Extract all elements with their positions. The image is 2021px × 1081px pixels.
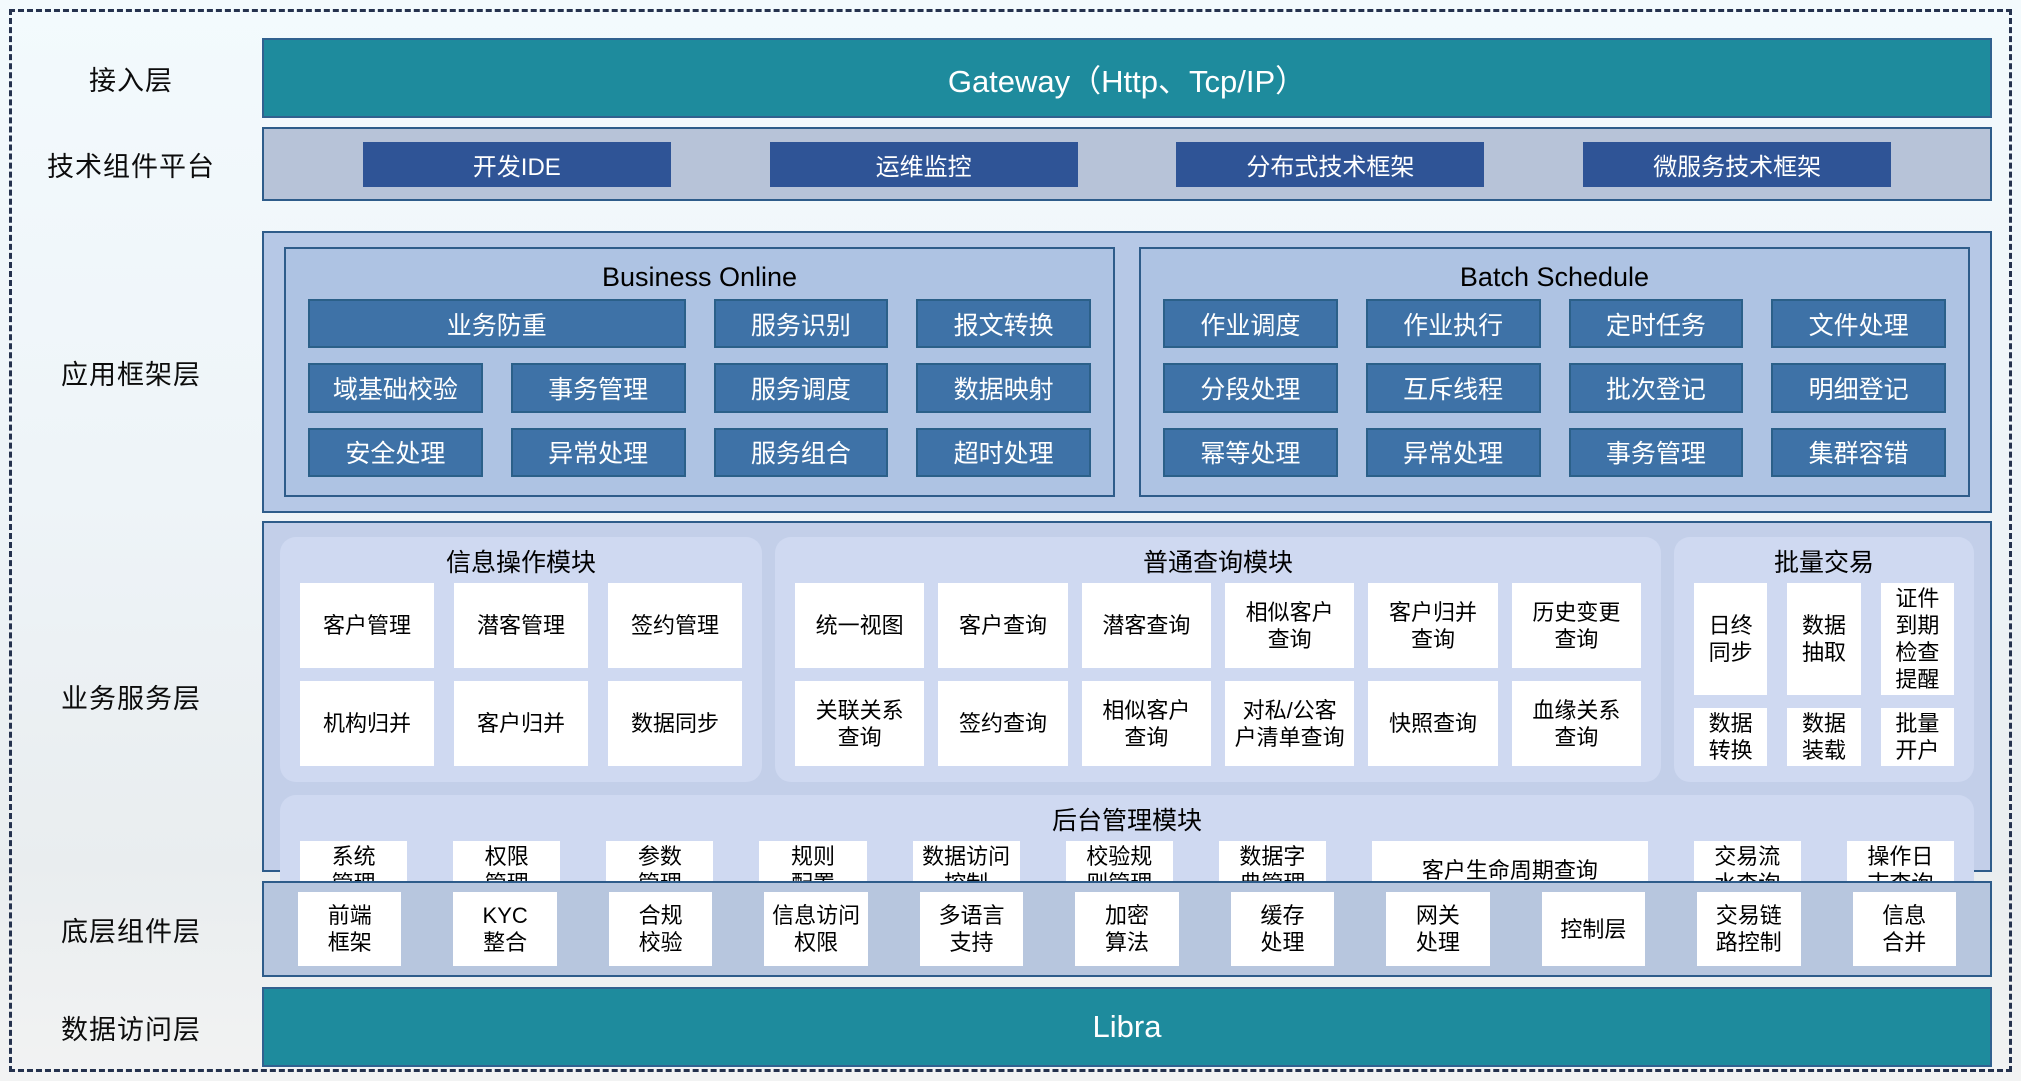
svc-cell: 机构归并 (300, 681, 434, 766)
svc-cell: 数据 转换 (1694, 708, 1768, 766)
app-framework-container: Business Online 业务防重 服务识别 报文转换 域基础校验 事务管… (262, 231, 1992, 513)
layer-label-app-framework: 应用框架层 (61, 359, 201, 390)
business-online-title: Business Online (601, 262, 798, 292)
base-cell: 控制层 (1541, 892, 1646, 966)
tech-item-distributed-framework: 分布式技术框架 (1176, 141, 1485, 187)
base-cell: 信息访问 权限 (764, 892, 868, 966)
tech-item-ops-monitor: 运维监控 (769, 141, 1078, 187)
base-components-container: 前端 框架 KYC 整合 合规 校验 信息访问 权限 多语言 支持 加密 算法 … (262, 881, 1992, 977)
svc-cell: 血缘关系 查询 (1511, 681, 1641, 766)
fw-item: 定时任务 (1568, 299, 1744, 349)
svc-cell: 数据 抽取 (1787, 583, 1861, 695)
fw-item: 作业执行 (1365, 299, 1541, 349)
layer-data-access: 数据访问层 Libra (0, 987, 2021, 1067)
svc-cell: 历史变更 查询 (1511, 583, 1641, 668)
general-query-title: 普通查询模块 (1142, 549, 1293, 577)
layer-base-components: 底层组件层 前端 框架 KYC 整合 合规 校验 信息访问 权限 多语言 支持 … (0, 881, 2021, 977)
fw-item: 服务调度 (713, 363, 889, 413)
svc-cell: 客户归并 查询 (1368, 583, 1498, 668)
svc-cell: 证件到期 检查提醒 (1880, 583, 1954, 695)
svc-cell: 对私/公客 户清单查询 (1224, 681, 1355, 766)
layer-label-base-components: 底层组件层 (61, 916, 201, 947)
svc-cell: 客户归并 (454, 681, 588, 766)
batch-schedule-title: Batch Schedule (1459, 262, 1650, 292)
base-cell: 网关 处理 (1386, 892, 1490, 966)
fw-item: 服务识别 (713, 299, 889, 349)
layer-access: 接入层 Gateway（Http、Tcp/IP） (0, 38, 2021, 118)
svc-cell: 统一视图 (795, 583, 925, 668)
tech-item-microservice-framework: 微服务技术框架 (1583, 141, 1892, 187)
svc-cell: 潜客管理 (454, 583, 588, 668)
svc-cell: 签约管理 (608, 583, 742, 668)
svc-cell: 日终 同步 (1694, 583, 1768, 695)
batch-schedule-box: Batch Schedule 作业调度 作业执行 定时任务 文件处理 分段处理 … (1139, 247, 1970, 497)
business-service-container: 信息操作模块 客户管理 潜客管理 签约管理 机构归并 客户归并 数据同步 普通查… (262, 521, 1992, 902)
base-cell: 前端 框架 (298, 892, 402, 966)
info-ops-title: 信息操作模块 (445, 549, 596, 577)
svc-cell: 客户查询 (938, 583, 1068, 668)
svc-cell: 关联关系 查询 (795, 681, 925, 766)
fw-item: 分段处理 (1163, 363, 1338, 413)
libra-bar: Libra (262, 987, 1992, 1067)
tech-platform-container: 开发IDE 运维监控 分布式技术框架 微服务技术框架 (262, 127, 1992, 201)
fw-item: 文件处理 (1771, 299, 1946, 349)
layer-label-data-access: 数据访问层 (61, 1014, 201, 1045)
batch-trade-module: 批量交易 日终 同步 数据 抽取 证件到期 检查提醒 数据 转换 数据 装载 批… (1674, 537, 1974, 782)
layer-business-service: 业务服务层 信息操作模块 客户管理 潜客管理 签约管理 机构归并 客户归并 数据… (0, 521, 2021, 902)
layer-label-access: 接入层 (89, 65, 173, 96)
svc-cell: 潜客查询 (1081, 583, 1211, 668)
batch-trade-title: 批量交易 (1773, 549, 1874, 577)
fw-item: 安全处理 (308, 427, 483, 477)
fw-item: 明细登记 (1771, 363, 1946, 413)
fw-item: 事务管理 (1568, 427, 1744, 477)
svc-cell: 相似客户 查询 (1224, 583, 1355, 668)
general-query-module: 普通查询模块 统一视图 客户查询 潜客查询 相似客户 查询 客户归并 查询 历史… (775, 537, 1661, 782)
layer-app-framework: 应用框架层 Business Online 业务防重 服务识别 报文转换 域基础… (0, 231, 2021, 513)
fw-item: 数据映射 (916, 363, 1091, 413)
fw-item: 超时处理 (916, 427, 1091, 477)
fw-item: 异常处理 (510, 427, 686, 477)
fw-item: 批次登记 (1568, 363, 1744, 413)
svc-cell: 数据 装载 (1787, 708, 1861, 766)
base-cell: 合规 校验 (608, 892, 713, 966)
fw-item: 异常处理 (1365, 427, 1541, 477)
fw-item: 事务管理 (510, 363, 686, 413)
base-cell: 交易链 路控制 (1697, 892, 1801, 966)
layer-label-tech-platform: 技术组件平台 (47, 151, 215, 182)
business-online-box: Business Online 业务防重 服务识别 报文转换 域基础校验 事务管… (284, 247, 1115, 497)
svc-cell: 快照查询 (1368, 681, 1498, 766)
fw-item: 域基础校验 (308, 363, 483, 413)
info-ops-module: 信息操作模块 客户管理 潜客管理 签约管理 机构归并 客户归并 数据同步 (280, 537, 762, 782)
base-cell: 加密 算法 (1075, 892, 1179, 966)
fw-item: 作业调度 (1163, 299, 1338, 349)
tech-item-dev-ide: 开发IDE (362, 141, 671, 187)
base-cell: 缓存 处理 (1230, 892, 1335, 966)
fw-item: 幂等处理 (1163, 427, 1338, 477)
svc-cell: 数据同步 (608, 681, 742, 766)
fw-item: 服务组合 (713, 427, 889, 477)
fw-item: 集群容错 (1771, 427, 1946, 477)
base-cell: 多语言 支持 (919, 892, 1024, 966)
base-cell: 信息 合并 (1852, 892, 1956, 966)
layer-label-business-service: 业务服务层 (61, 684, 201, 714)
fw-item: 报文转换 (916, 299, 1091, 349)
gateway-bar: Gateway（Http、Tcp/IP） (262, 38, 1992, 118)
fw-item: 互斥线程 (1365, 363, 1541, 413)
admin-title: 后台管理模块 (1051, 807, 1202, 835)
svc-cell: 客户管理 (300, 583, 434, 668)
fw-item: 业务防重 (308, 299, 686, 349)
layer-tech-platform: 技术组件平台 开发IDE 运维监控 分布式技术框架 微服务技术框架 (0, 127, 2021, 201)
svc-cell: 签约查询 (938, 681, 1068, 766)
svc-cell: 批量 开户 (1880, 708, 1954, 766)
base-cell: KYC 整合 (453, 892, 557, 966)
svc-cell: 相似客户 查询 (1081, 681, 1211, 766)
